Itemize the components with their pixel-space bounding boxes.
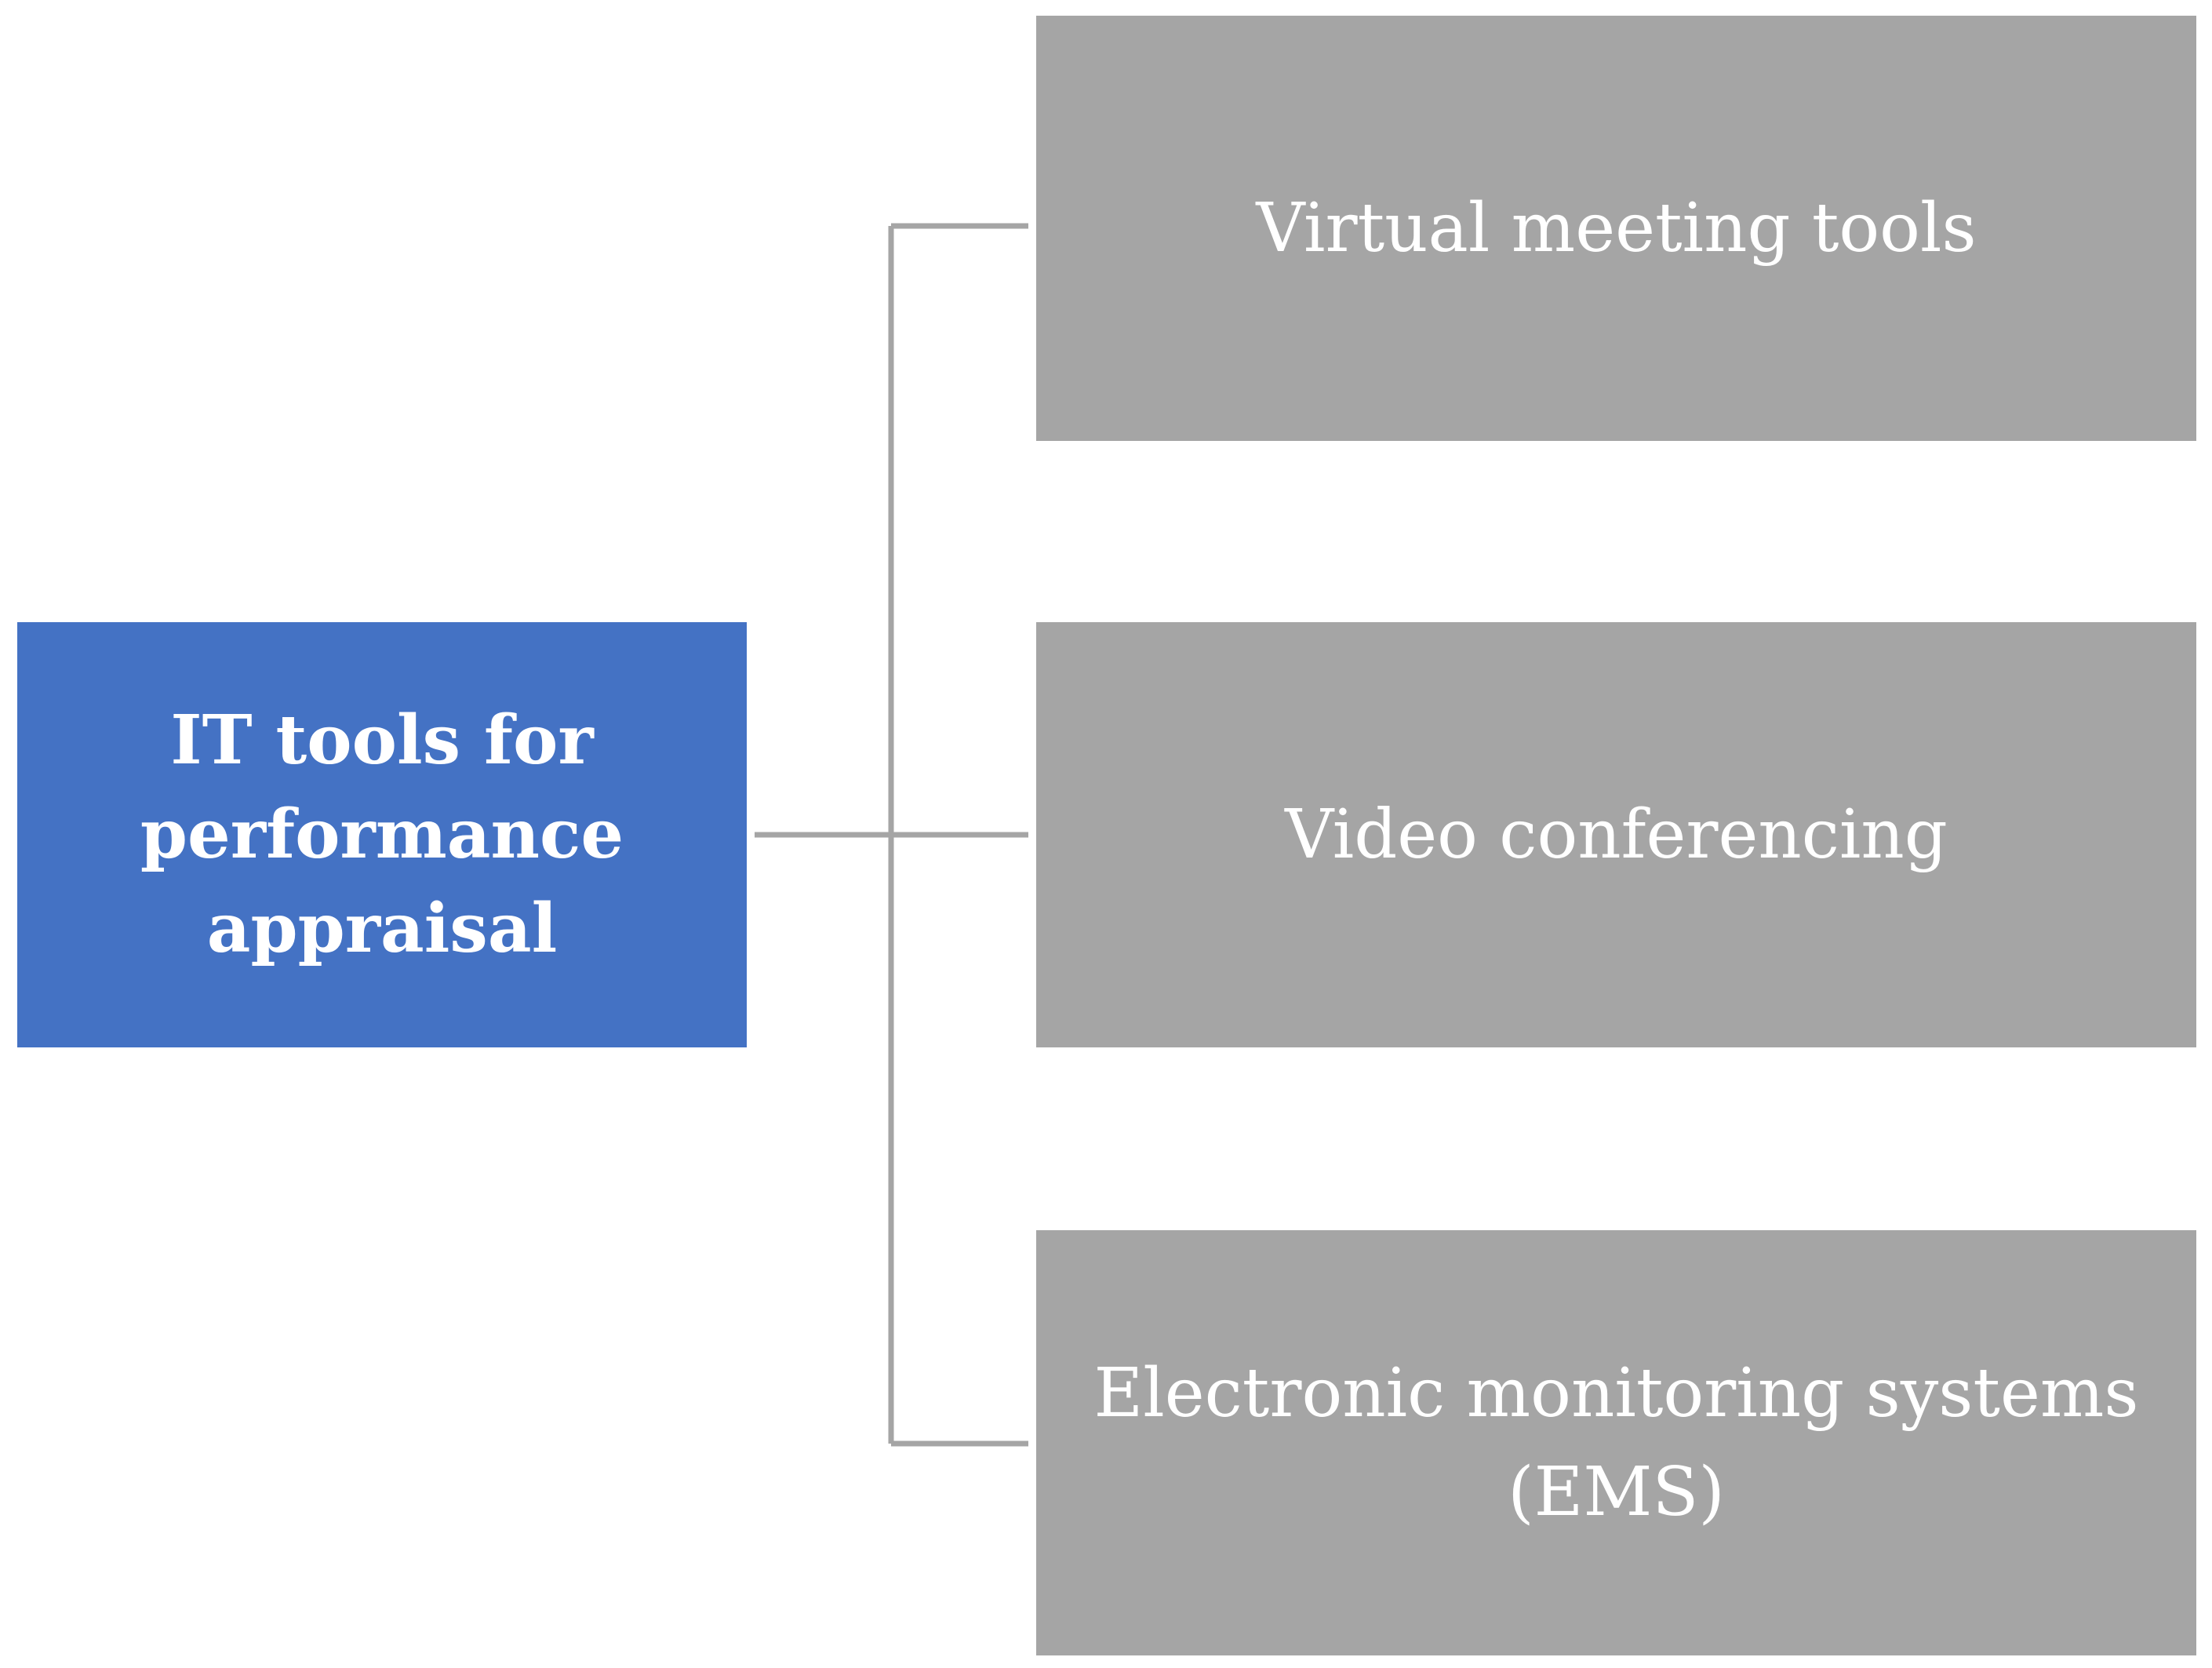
child-node-virtual-meeting-tools: Virtual meeting tools (1036, 16, 2196, 441)
root-node: IT tools for performance appraisal (17, 622, 747, 1047)
child-node-label: Virtual meeting tools (1256, 189, 1977, 268)
root-node-label: IT tools for performance appraisal (140, 701, 624, 968)
child-node-video-conferencing: Video conferencing (1036, 622, 2196, 1047)
child-node-label: Video conferencing (1285, 796, 1948, 874)
child-node-label: Electronic monitoring systems (EMS) (1093, 1354, 2139, 1531)
child-node-electronic-monitoring-systems: Electronic monitoring systems (EMS) (1036, 1230, 2196, 1655)
